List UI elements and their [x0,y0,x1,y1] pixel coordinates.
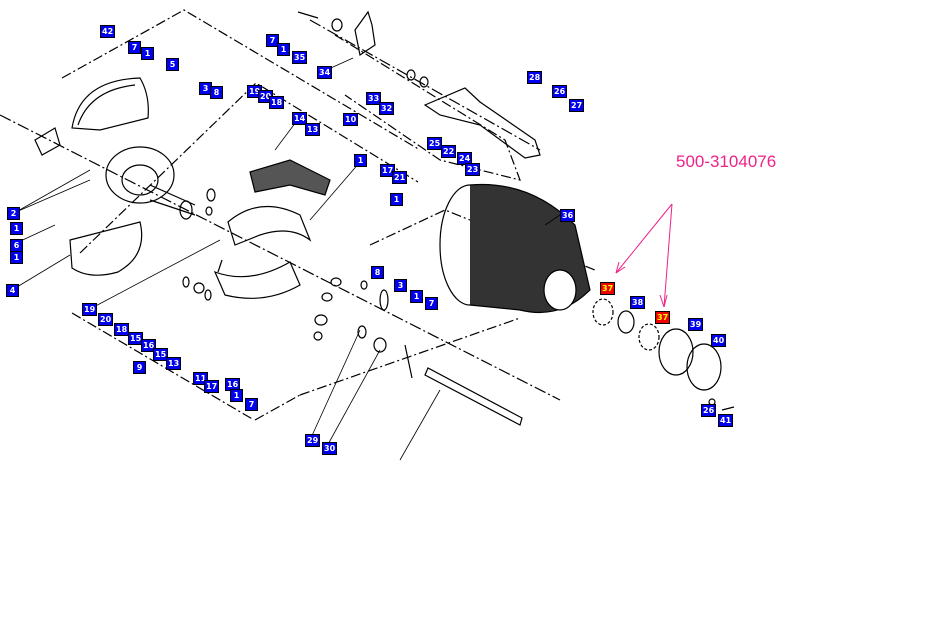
callout-1[interactable]: 1 [10,251,23,264]
callout-1[interactable]: 1 [277,43,290,56]
callout-42[interactable]: 42 [100,25,116,38]
brake-spider [105,146,196,220]
callout-arrows [615,203,673,308]
callout-10[interactable]: 10 [343,113,359,126]
callout-18[interactable]: 18 [269,96,285,109]
callout-23[interactable]: 23 [465,163,481,176]
callout-7[interactable]: 7 [266,34,279,47]
callout-17[interactable]: 17 [204,380,220,393]
callout-7[interactable]: 7 [128,41,141,54]
brake-shoe-upper [227,205,312,246]
callout-3[interactable]: 3 [394,279,407,292]
callout-15[interactable]: 15 [128,332,144,345]
part-number-label: 500-3104076 [676,152,777,171]
callout-29[interactable]: 29 [305,434,321,447]
callout-9[interactable]: 9 [133,361,146,374]
dust-shield-upper [71,77,149,131]
callout-37[interactable]: 37 [600,282,616,295]
callout-24[interactable]: 24 [457,152,473,165]
callout-32[interactable]: 32 [379,102,395,115]
callout-20[interactable]: 20 [98,313,114,326]
callout-17[interactable]: 17 [380,164,396,177]
callout-30[interactable]: 30 [322,442,338,455]
callout-16[interactable]: 16 [141,339,157,352]
callout-19[interactable]: 19 [82,303,98,316]
callout-1[interactable]: 1 [354,154,367,167]
mount-bracket [34,127,61,156]
callout-8[interactable]: 8 [371,266,384,279]
small-parts [182,10,429,379]
camshaft [424,367,523,426]
callout-13[interactable]: 13 [305,123,321,136]
callout-21[interactable]: 21 [392,171,408,184]
callout-22[interactable]: 22 [441,145,457,158]
dust-shield-lower [69,221,143,276]
callout-2[interactable]: 2 [7,207,20,220]
callout-28[interactable]: 28 [527,71,543,84]
callout-1[interactable]: 1 [10,222,23,235]
callout-1[interactable]: 1 [230,389,243,402]
callout-36[interactable]: 36 [560,209,576,222]
seal-rings [592,298,735,411]
callout-27[interactable]: 27 [569,99,585,112]
callout-1[interactable]: 1 [390,193,403,206]
callout-26[interactable]: 26 [701,404,717,417]
callout-34[interactable]: 34 [317,66,333,79]
callout-18[interactable]: 18 [114,323,130,336]
leader-lines [11,57,561,461]
callout-1[interactable]: 1 [410,290,423,303]
callout-14[interactable]: 14 [292,112,308,125]
cam-bracket [423,87,541,159]
callout-7[interactable]: 7 [425,297,438,310]
callout-33[interactable]: 33 [366,92,382,105]
brake-lining [249,159,331,196]
center-lines [0,19,561,401]
callout-25[interactable]: 25 [427,137,443,150]
callout-13[interactable]: 13 [166,357,182,370]
callout-37[interactable]: 37 [655,311,671,324]
callout-4[interactable]: 4 [6,284,19,297]
callout-15[interactable]: 15 [153,348,169,361]
callout-38[interactable]: 38 [630,296,646,309]
callout-5[interactable]: 5 [166,58,179,71]
callout-39[interactable]: 39 [688,318,704,331]
callout-26[interactable]: 26 [552,85,568,98]
brake-shoe-lower [213,259,301,299]
callout-41[interactable]: 41 [718,414,734,427]
brake-drum-hub [439,183,591,314]
callout-1[interactable]: 1 [141,47,154,60]
callout-40[interactable]: 40 [711,334,727,347]
callout-8[interactable]: 8 [210,86,223,99]
callout-35[interactable]: 35 [292,51,308,64]
callout-7[interactable]: 7 [245,398,258,411]
